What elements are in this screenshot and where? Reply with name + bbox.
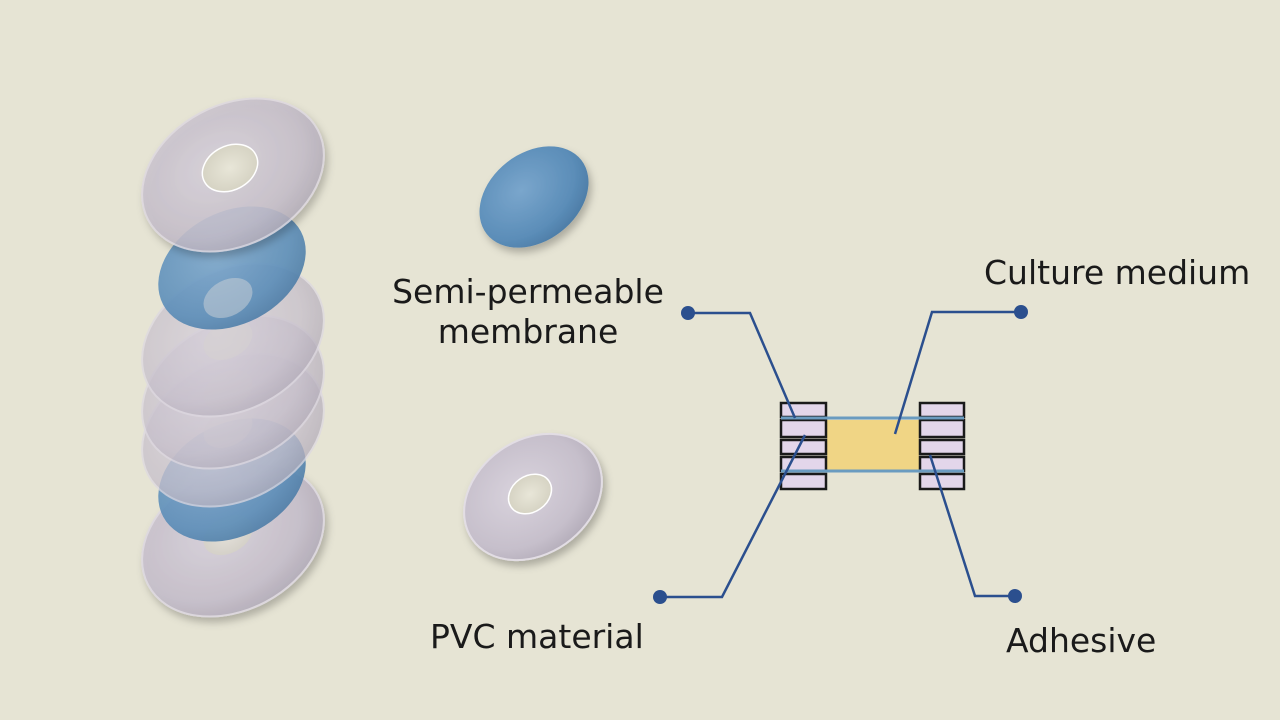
leader-dots [653,305,1028,604]
culture-medium-chamber [827,420,919,470]
dot-pvc [653,590,667,604]
leader-membrane [688,311,797,419]
semi-permeable-membrane-label: Semi-permeable membrane [372,272,684,352]
pvc-disc [463,432,603,562]
exploded-stack [141,97,325,618]
cross-section [779,401,966,491]
left-layer-stack [779,401,828,491]
leader-culture-medium [893,310,1021,435]
leader-adhesive [928,454,1015,598]
membrane-disc [479,146,589,248]
dot-membrane [681,306,695,320]
adhesive-label: Adhesive [1006,621,1157,660]
culture-medium-label: Culture medium [984,253,1251,292]
dot-culture-medium [1014,305,1028,319]
right-layer-stack [918,401,966,491]
pvc-material-label: PVC material [430,617,644,656]
leader-pvc [660,434,807,599]
leader-lines [660,310,1021,599]
membrane-label-line1: Semi-permeable [392,272,664,311]
membrane-label-line2: membrane [437,312,619,351]
stack-pvc-disc-top [141,97,325,253]
dot-adhesive [1008,589,1022,603]
